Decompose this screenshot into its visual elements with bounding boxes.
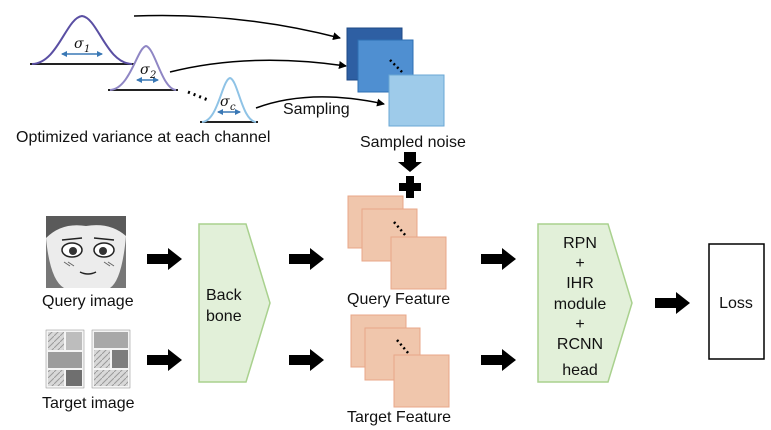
arrow-right-icon bbox=[147, 248, 182, 270]
gaussian-channel-c: σ c bbox=[200, 76, 258, 123]
sigma-2-subscript: 2 bbox=[149, 70, 156, 81]
gaussian-channel-2: σ 2 bbox=[108, 44, 178, 91]
arrow-right-icon bbox=[481, 349, 516, 371]
sigma-c-subscript: c bbox=[230, 102, 236, 113]
loss-box bbox=[708, 243, 765, 360]
query-feature-caption: Query Feature bbox=[347, 291, 450, 308]
noise-map-c bbox=[388, 74, 445, 127]
head-line: RPN bbox=[563, 235, 597, 252]
ellipsis-dots bbox=[389, 59, 405, 75]
query-image-thumbnail bbox=[46, 216, 126, 288]
arrow-right-icon bbox=[481, 248, 516, 270]
sampling-arrow-2 bbox=[169, 59, 347, 73]
target-feature-stack bbox=[350, 314, 450, 408]
head-line: + bbox=[575, 255, 584, 272]
plus-icon bbox=[399, 176, 421, 198]
head-line: RCNN bbox=[557, 336, 603, 353]
arrow-right-icon bbox=[289, 248, 324, 270]
head-line: head bbox=[562, 362, 598, 379]
arrow-right-icon bbox=[655, 292, 690, 314]
target-image-caption: Target image bbox=[42, 395, 135, 412]
arrow-right-icon bbox=[147, 349, 182, 371]
backbone-label-line2: bone bbox=[206, 308, 242, 325]
sigma-1-subscript: 1 bbox=[84, 44, 90, 55]
sampling-arrow-1 bbox=[133, 14, 341, 41]
ellipsis-dots bbox=[187, 90, 209, 102]
head-line: IHR bbox=[566, 275, 594, 292]
sigma-2-symbol: σ bbox=[140, 62, 150, 78]
down-arrow-icon bbox=[398, 152, 422, 172]
feature-map bbox=[390, 236, 447, 290]
sampled-noise-caption: Sampled noise bbox=[360, 134, 466, 151]
feature-map bbox=[393, 354, 450, 408]
sampling-arrow-c bbox=[255, 96, 385, 109]
head-line: module bbox=[554, 296, 607, 313]
detection-head-block bbox=[537, 223, 633, 383]
sampled-noise-stack bbox=[346, 27, 445, 127]
arrow-right-icon bbox=[289, 349, 324, 371]
backbone-block bbox=[198, 223, 271, 383]
sigma-c-symbol: σ bbox=[220, 94, 230, 110]
target-image-thumbnails bbox=[45, 329, 131, 389]
gaussian-channel-1: σ 1 bbox=[30, 14, 135, 65]
sigma-1-symbol: σ bbox=[74, 36, 84, 52]
sampling-label: Sampling bbox=[283, 101, 350, 118]
optimized-variance-caption: Optimized variance at each channel bbox=[16, 129, 270, 146]
query-feature-stack bbox=[347, 195, 447, 290]
target-feature-caption: Target Feature bbox=[347, 409, 451, 426]
ellipsis-dots bbox=[396, 339, 410, 355]
query-image-caption: Query image bbox=[42, 293, 134, 310]
ellipsis-dots bbox=[393, 221, 407, 237]
loss-label: Loss bbox=[719, 295, 753, 312]
head-line: + bbox=[575, 316, 584, 333]
detection-head-label: RPN + IHR module + RCNN head bbox=[554, 235, 607, 379]
backbone-label-line1: Back bbox=[206, 287, 243, 304]
